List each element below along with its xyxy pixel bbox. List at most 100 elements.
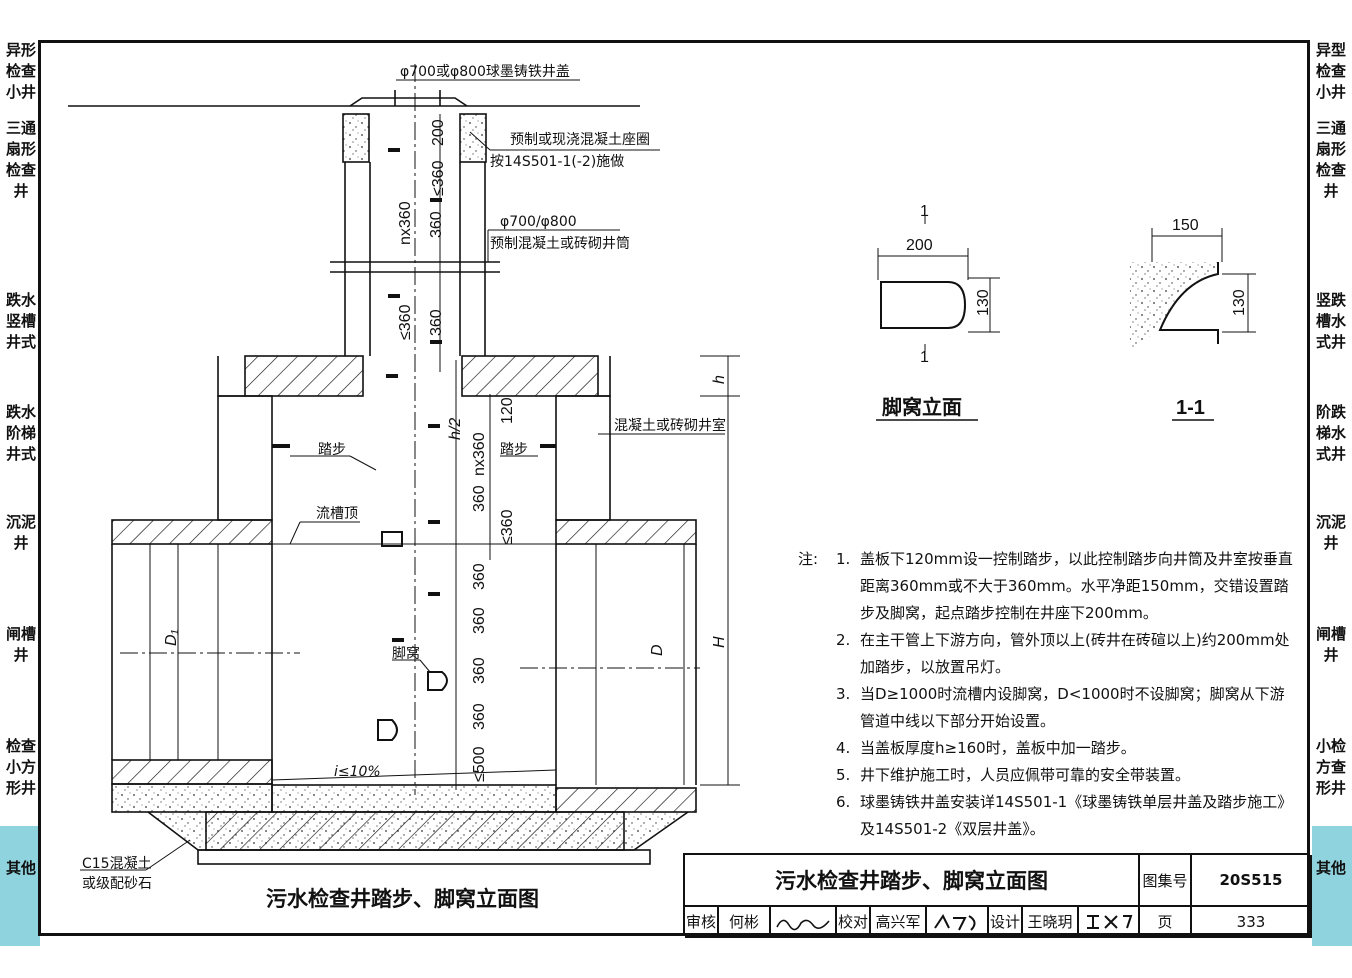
note-item: 5.井下维护施工时，人员应佩带可靠的安全带装置。 xyxy=(836,766,1191,784)
designer-signature xyxy=(1079,907,1140,938)
dim-H: H xyxy=(711,636,728,648)
left-tab-2[interactable]: 三通扇形检查井 xyxy=(5,119,36,200)
dim-360-f: 360 xyxy=(471,657,488,684)
left-tab-5[interactable]: 沉泥井 xyxy=(5,513,36,552)
pipe-slab-top-left xyxy=(111,519,273,545)
reviewer-signature xyxy=(771,907,837,938)
dim-le360-c: ≤360 xyxy=(499,509,516,545)
foot-hole-label: 脚窝 xyxy=(392,645,420,662)
dim-D1: D₁ xyxy=(163,629,180,646)
dim-360-g: 360 xyxy=(471,703,488,730)
right-tab-4[interactable]: 阶跌梯水式井 xyxy=(1315,403,1346,463)
page-label: 页 xyxy=(1140,907,1192,938)
dim-D: D xyxy=(649,644,666,656)
base-center xyxy=(271,784,557,813)
page-number: 333 xyxy=(1192,907,1312,938)
note-item: 1.盖板下120mm设一控制踏步，以此控制踏步向井筒及井室按垂直距离360mm或… xyxy=(836,550,1293,622)
bottom-slab xyxy=(205,811,625,851)
dim-360-d: 360 xyxy=(471,563,488,590)
slope-label: i≤10% xyxy=(334,764,381,780)
step-box xyxy=(381,531,403,547)
checker-signature xyxy=(927,907,989,938)
seat-ring-left xyxy=(342,113,370,163)
dim-h: h xyxy=(711,375,728,384)
chamber-label: 混凝土或砖砌井室 xyxy=(614,417,726,434)
sec-title: 1-1 xyxy=(1176,397,1205,419)
notes-label: 注: xyxy=(798,550,819,568)
dim-200: 200 xyxy=(430,119,447,146)
left-tab-7[interactable]: 检查小方形井 xyxy=(5,737,36,797)
reviewer-name: 何彬 xyxy=(719,907,771,938)
dim-le360-a: ≤360 xyxy=(430,160,447,196)
left-tab-1[interactable]: 异形检查小井 xyxy=(5,41,36,101)
barrel-label-2: 预制混凝土或砖砌井筒 xyxy=(490,235,630,252)
right-tab-3[interactable]: 竖跌槽水式井 xyxy=(1315,291,1346,351)
manhole-cover xyxy=(349,97,468,107)
atlas-number: 20S515 xyxy=(1192,855,1312,907)
drawing-frame xyxy=(38,40,1310,936)
note-item: 4.当盖板厚度h≥160时，盖板中加一踏步。 xyxy=(836,739,1136,757)
right-tab-7[interactable]: 小检方查形井 xyxy=(1315,737,1346,797)
dim-360-c: 360 xyxy=(471,485,488,512)
left-tab-4[interactable]: 跌水阶梯井式 xyxy=(5,403,36,463)
left-tab-highlight xyxy=(0,826,40,946)
title-block-title: 污水检查井踏步、脚窝立面图 xyxy=(685,855,1140,907)
pipe-slab-bottom-right xyxy=(555,787,697,813)
dim-360-e: 360 xyxy=(471,607,488,634)
chamber-wall-left xyxy=(217,395,273,521)
title-block: 污水检查井踏步、脚窝立面图 图集号 20S515 审核 何彬 校对 高兴军 设计… xyxy=(683,853,1312,938)
notes-list: 1.盖板下120mm设一控制踏步，以此控制踏步向井筒及井室按垂直距离360mm或… xyxy=(798,546,1298,843)
section-mark-bottom: 1 xyxy=(920,349,929,366)
section-mark-top: 1 xyxy=(920,203,929,220)
left-tab-8[interactable]: 其他 xyxy=(5,859,36,877)
base-left xyxy=(111,783,273,813)
dim-nx360-a: nx360 xyxy=(397,201,414,245)
elev-width: 200 xyxy=(906,237,933,254)
base-bed xyxy=(197,849,651,865)
right-tab-8[interactable]: 其他 xyxy=(1315,859,1346,877)
seat-ring-right xyxy=(459,113,487,163)
seat-label-1: 预制或现浇混凝土座圈 xyxy=(510,132,650,148)
pipe-slab-top-right xyxy=(555,519,697,545)
note-item: 6.球墨铸铁井盖安装详14S501-1《球墨铸铁单层井盖及踏步施工》及14S50… xyxy=(836,793,1293,838)
step-label-right: 踏步 xyxy=(500,442,528,458)
notes: 注: 1.盖板下120mm设一控制踏步，以此控制踏步向井筒及井室按垂直距离360… xyxy=(798,546,1298,843)
review-label: 审核 xyxy=(685,907,719,938)
foot-hole-elevation xyxy=(880,281,967,329)
elev-title: 脚窝立面 xyxy=(882,395,962,419)
right-tab-highlight xyxy=(1312,826,1352,946)
left-tab-6[interactable]: 闸槽井 xyxy=(5,625,36,664)
base-label-2: 或级配砂石 xyxy=(82,876,152,892)
right-tab-6[interactable]: 闸槽井 xyxy=(1315,625,1346,664)
cover-label: φ700或φ800球墨铸铁井盖 xyxy=(400,64,570,80)
sec-height: 130 xyxy=(1231,289,1248,316)
note-item: 2.在主干管上下游方向，管外顶以上(砖井在砖碹以上)约200mm处加踏步，以放置… xyxy=(836,631,1290,676)
dim-nx360-b: nx360 xyxy=(471,432,488,476)
check-label: 校对 xyxy=(837,907,871,938)
dim-360-a: 360 xyxy=(428,211,445,238)
cover-slab-left xyxy=(244,355,364,397)
base-label-1: C15混凝土 xyxy=(82,856,152,872)
seat-label-2: 按14S501-1(-2)施做 xyxy=(490,154,624,170)
barrel-label-1: φ700/φ800 xyxy=(500,214,577,230)
right-tab-5[interactable]: 沉泥井 xyxy=(1315,513,1346,552)
chamber-wall-right xyxy=(555,395,611,521)
note-item: 3.当D≥1000时流槽内设脚窝，D<1000时不设脚窝；脚窝从下游管道中线以下… xyxy=(836,685,1285,730)
dim-120: 120 xyxy=(499,397,516,424)
cover-slab-right xyxy=(461,355,599,397)
foot-hole-1 xyxy=(427,671,448,691)
trough-top-label: 流槽顶 xyxy=(316,506,358,522)
designer-name: 王晓玥 xyxy=(1023,907,1079,938)
step-label-left: 踏步 xyxy=(318,442,346,458)
sec-width: 150 xyxy=(1172,217,1199,234)
dim-360-b: 360 xyxy=(428,309,445,336)
dim-le500: ≤500 xyxy=(471,746,488,782)
dim-le360-b: ≤360 xyxy=(397,304,414,340)
elev-height: 130 xyxy=(975,289,992,316)
pipe-slab-bottom-left xyxy=(111,759,273,785)
right-tab-1[interactable]: 异型检查小井 xyxy=(1315,41,1346,101)
left-tab-3[interactable]: 跌水竖槽井式 xyxy=(5,291,36,351)
foot-hole-2 xyxy=(377,719,398,741)
right-tab-2[interactable]: 三通扇形检查井 xyxy=(1315,119,1346,200)
